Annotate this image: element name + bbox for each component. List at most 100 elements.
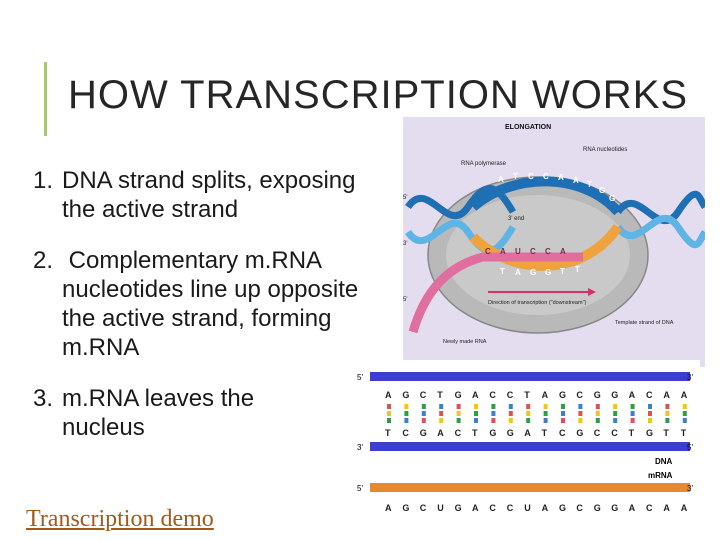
mrna-base: A (472, 503, 479, 513)
end-label: 5' (687, 443, 693, 452)
base-pair-rung (456, 411, 461, 416)
rna-base: C (530, 247, 536, 256)
base-pair-rung (665, 418, 670, 423)
newly-made-rna (408, 252, 583, 334)
slide-title: HOW TRANSCRIPTION WORKS (68, 73, 689, 117)
dna-base-top: G (455, 390, 462, 400)
elongation-diagram: ELONGATION RNA nucleotides RNA polymeras… (403, 117, 705, 367)
base-pair-rung (648, 411, 652, 416)
dna-base-bottom: G (576, 428, 583, 438)
rna-base: A (560, 247, 566, 256)
mrna-base: A (385, 503, 392, 513)
list-item-number: 1. (33, 167, 54, 194)
base-pair-rung (561, 418, 565, 423)
list-item: 1. DNA strand splits, exposing the activ… (33, 166, 363, 224)
dna-strand-bottom (370, 442, 690, 451)
base-pair-rung (491, 418, 496, 423)
dna-base-top: A (629, 390, 636, 400)
dna-base-bottom: T (681, 428, 687, 438)
top-base: G (599, 186, 605, 195)
base-pair-rung (421, 411, 426, 416)
dna-base-bottom: C (455, 428, 462, 438)
end-label: 5' (403, 297, 407, 303)
list-item: 2. Complementary m.RNA nucleotides line … (33, 246, 363, 362)
template-base: G (545, 268, 551, 277)
dna-base-top: G (559, 390, 566, 400)
base-pair-rung (595, 404, 600, 409)
base-pair-rung (387, 404, 391, 409)
mrna-base: C (576, 503, 583, 513)
base-pair-rung (543, 418, 548, 423)
end-label: 3' (403, 241, 407, 247)
mrna-base: G (402, 503, 409, 513)
base-pair-rung (613, 418, 618, 423)
base-pair-rung (630, 404, 635, 409)
template-base: T (575, 265, 580, 274)
top-base: A (573, 176, 579, 185)
dna-base-bottom: T (663, 428, 669, 438)
dna-base-top: A (663, 390, 670, 400)
dna-base-bottom: G (420, 428, 427, 438)
top-base: T (587, 180, 592, 189)
dna-base-bottom: C (402, 428, 409, 438)
dna-helix-right-bottom (615, 215, 705, 248)
dna-base-bottom: A (437, 428, 444, 438)
top-base: G (609, 194, 615, 203)
end-label: 3' (357, 443, 363, 452)
base-pair-rung (421, 418, 426, 423)
direction-arrowhead (588, 288, 596, 296)
label-direction: Direction of transcription ("downstream"… (488, 300, 587, 306)
base-pair-rung (630, 411, 635, 416)
mrna-base: G (455, 503, 462, 513)
dna-base-top: A (681, 390, 688, 400)
label-newly-made: Newly made RNA (443, 339, 487, 345)
list-item: 3. m.RNA leaves the nucleus (33, 384, 363, 442)
base-pair-rung (404, 411, 409, 416)
rna-base: U (515, 247, 521, 256)
base-pair-rung (595, 418, 600, 423)
dna-base-top: A (542, 390, 549, 400)
base-pair-rung (613, 404, 618, 409)
list-item-text: Complementary m.RNA nucleotides line up … (62, 247, 365, 361)
dna-base-bottom: C (594, 428, 601, 438)
dna-base-bottom: C (611, 428, 618, 438)
label-3-end: 3' end (508, 216, 524, 222)
base-pair-rung (665, 411, 670, 416)
base-pair-rung (456, 418, 461, 423)
list-item-number: 3. (33, 385, 54, 412)
transcription-demo-link[interactable]: Transcription demo (26, 506, 214, 532)
base-pair-rung (561, 404, 565, 409)
end-label: 5' (357, 484, 363, 493)
template-strand (469, 224, 623, 271)
base-pair-rung (648, 404, 652, 409)
mrna-base: A (629, 503, 636, 513)
rna-base: C (485, 247, 491, 256)
mrna-strand (370, 483, 690, 492)
base-pair-rung (526, 418, 531, 423)
top-base: C (543, 172, 549, 181)
mrna-base: A (542, 503, 549, 513)
dna-base-top: T (524, 390, 530, 400)
top-base: A (498, 175, 504, 184)
base-pair-rung (648, 418, 652, 423)
mrna-base: G (559, 503, 566, 513)
mrna-base: A (681, 503, 688, 513)
diagram-title: ELONGATION (505, 124, 551, 131)
base-pair-rung (595, 411, 600, 416)
dna-base-top: G (611, 390, 618, 400)
dna-base-bottom: C (559, 428, 566, 438)
base-pair-rung (682, 404, 687, 409)
base-pair-rung (613, 411, 618, 416)
label-template: Template strand of DNA (615, 320, 674, 326)
base-pair-rung (491, 404, 496, 409)
list-item-text: m.RNA leaves the nucleus (62, 385, 255, 441)
mrna-base: G (611, 503, 618, 513)
mrna-base: A (663, 503, 670, 513)
base-pair-rung (474, 411, 478, 416)
base-pair-rung (526, 411, 531, 416)
template-base: A (515, 268, 521, 277)
base-pair-rung (543, 411, 548, 416)
